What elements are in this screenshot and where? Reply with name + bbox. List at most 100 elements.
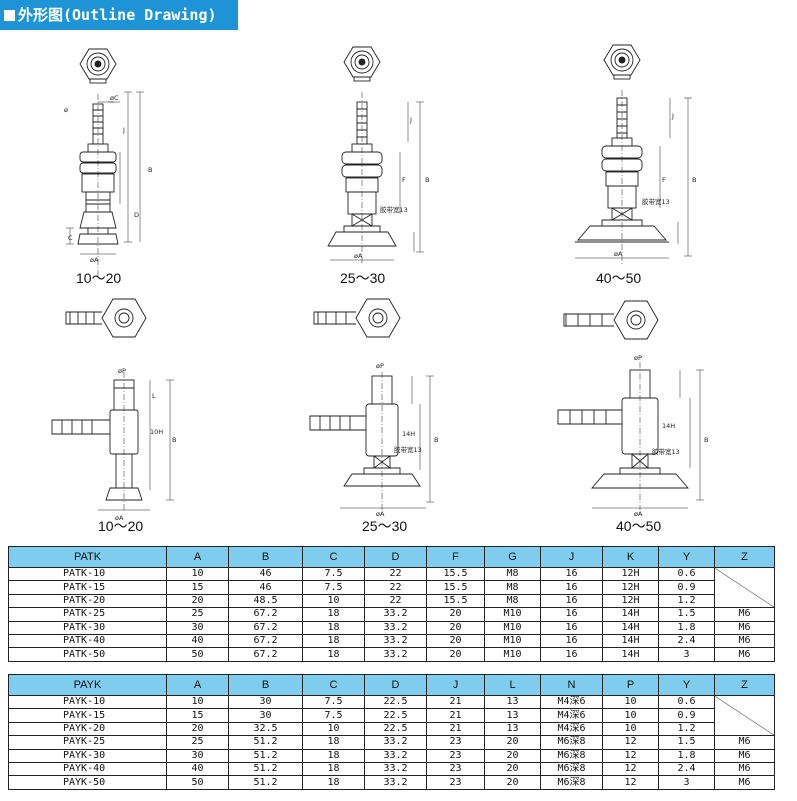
table-cell: 30 [166,748,229,763]
table-cell: 2.4 [658,761,715,777]
side-top-view-2 [313,298,401,338]
side-view-1 [51,372,174,512]
table-cell: 23 [426,748,485,763]
model-cell: PATK-15 [8,580,167,595]
table-cell: 18 [302,647,365,662]
table-cell: 7.5 [302,566,365,582]
table-cell: 40 [166,633,229,649]
table-cell: 1.5 [658,735,715,750]
svg-text:C: C [68,234,73,242]
table-cell: 13 [484,708,541,723]
table-cell: 1.2 [658,593,715,609]
header-cell: P [602,674,659,696]
model-cell: PATK-10 [8,566,167,582]
table-cell: 0.6 [658,694,715,710]
table-cell: 51.2 [228,775,303,790]
table-cell: 12H [602,593,659,609]
caption-side-2: 25～30 [362,518,408,534]
table-cell: 33.2 [364,647,427,662]
svg-text:ø: ø [64,106,68,114]
model-cell: PATK-30 [8,620,167,635]
svg-text:B: B [434,436,438,444]
model-cell: PATK-40 [8,633,167,649]
model-cell: PAYK-30 [8,748,167,763]
table-cell: 51.2 [228,735,303,750]
table-cell: 12 [602,748,659,763]
header-cell: Z [714,674,775,696]
table-cell: 16 [540,647,603,662]
table-cell: 32.5 [228,721,303,737]
model-cell: PAYK-50 [8,775,167,790]
table-cell: 7.5 [302,580,365,595]
table-cell: 20 [484,735,541,750]
table-cell: 13 [484,721,541,737]
model-cell: PATK-25 [8,607,167,622]
table-cell: 33.2 [364,775,427,790]
table-cell: 22 [364,580,427,595]
square-bullet-icon [4,10,15,21]
table-cell: 16 [540,620,603,635]
table-cell: 18 [302,620,365,635]
table-cell: 33.2 [364,735,427,750]
table-cell: 14H [602,620,659,635]
front-view-1 [66,91,144,277]
svg-text:14H: 14H [402,430,415,438]
svg-text:øP: øP [118,367,126,375]
table-cell: 10 [302,721,365,737]
table-cell: 51.2 [228,761,303,777]
caption-front-2: 25～30 [340,270,386,286]
header-cell: G [484,546,541,568]
empty-diagonal-cell [714,694,775,737]
table-cell: 22.5 [364,708,427,723]
table-cell: 46 [228,580,303,595]
table-cell: 18 [302,633,365,649]
header-cell: PAYK [8,674,167,696]
model-cell: PATK-20 [8,593,167,609]
side-top-view-3 [563,300,659,340]
svg-text:胶带宽13: 胶带宽13 [380,205,408,214]
svg-text:J: J [671,112,674,120]
table-cell: M6 [714,620,775,635]
table-cell: 30 [228,708,303,723]
table-cell: 33.2 [364,607,427,622]
table-cell: 23 [426,735,485,750]
table-cell: M6深8 [540,735,603,750]
header-cell: C [302,674,365,696]
table-cell: 18 [302,607,365,622]
svg-text:胶带宽13: 胶带宽13 [394,445,422,454]
table-cell: 16 [540,566,603,582]
side-view-2 [309,372,434,510]
table-cell: M6深8 [540,748,603,763]
table-cell: 0.6 [658,566,715,582]
table-cell: 13 [484,694,541,710]
table-cell: 22 [364,566,427,582]
table-cell: 14H [602,647,659,662]
section-title: 外形图(Outline Drawing) [0,0,238,30]
model-cell: PAYK-25 [8,735,167,750]
model-cell: PATK-50 [8,647,167,662]
table-cell: 20 [484,761,541,777]
table-cell: 67.2 [228,620,303,635]
table-cell: 22.5 [364,721,427,737]
table-cell: 3 [658,647,715,662]
table-cell: 20 [426,607,485,622]
table-cell: 67.2 [228,647,303,662]
table-cell: M6深8 [540,761,603,777]
side-top-view-1 [65,298,147,338]
table-cell: 20 [426,647,485,662]
header-cell: K [602,546,659,568]
model-cell: PAYK-10 [8,694,167,710]
caption-front-3: 40～50 [596,270,642,286]
outline-drawings: øøC BJD CøA øA BJF 胶带宽13 øA BJF 胶带宽13 øP… [51,44,708,522]
svg-text:F: F [662,176,666,184]
table-cell: M8 [484,566,541,582]
table-cell: M10 [484,620,541,635]
table-cell: 30 [166,620,229,635]
svg-text:øP: øP [376,362,384,370]
